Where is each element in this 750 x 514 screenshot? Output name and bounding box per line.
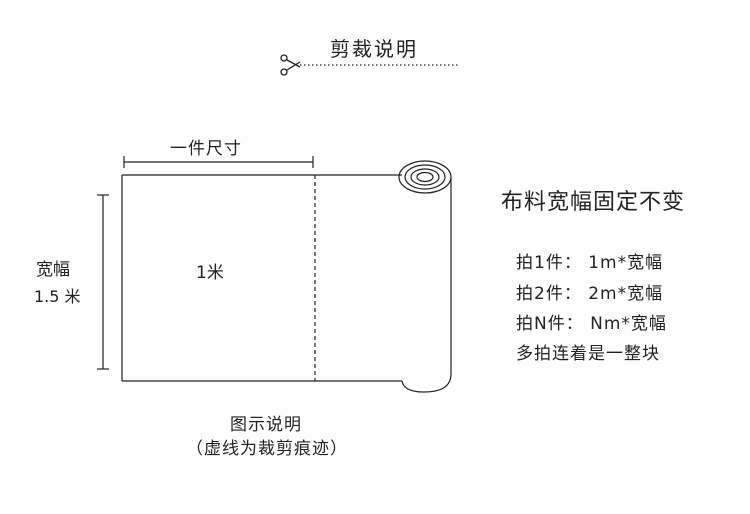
rule-item: 多拍连着是一整块: [516, 344, 660, 364]
fabric-roll: [398, 160, 452, 393]
diagram-caption: 图示说明: [230, 415, 302, 435]
piece-size-label: 一件尺寸: [170, 139, 242, 159]
width-label: 宽幅: [36, 260, 70, 280]
rule-item: 拍2件： 2m*宽幅: [516, 284, 664, 304]
piece-size-bracket: [123, 156, 314, 168]
rule-item: 拍N件： Nm*宽幅: [516, 314, 667, 334]
fabric-sheet: [121, 174, 402, 382]
rules-heading: 布料宽幅固定不变: [501, 190, 686, 215]
page-title: 剪裁说明: [330, 37, 418, 61]
width-bracket: [97, 194, 109, 370]
diagram-caption-note: （虚线为裁剪痕迹）: [186, 439, 348, 459]
scissors-icon: [280, 54, 301, 76]
rule-item: 拍1件： 1m*宽幅: [516, 253, 664, 273]
piece-length-label: 1米: [196, 263, 224, 283]
width-value: 1.5 米: [34, 287, 81, 306]
